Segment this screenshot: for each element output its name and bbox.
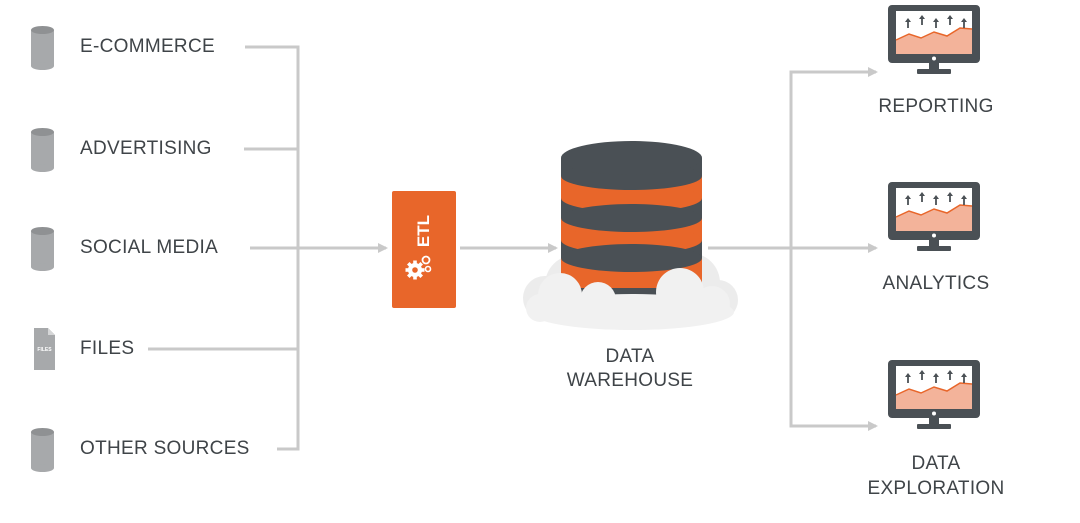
database-icon — [31, 428, 54, 472]
etl-label: ETL — [414, 214, 433, 248]
warehouse-label-line1: DATA — [605, 346, 655, 367]
source-label-advertising: ADVERTISING — [80, 138, 212, 159]
monitor-chart-icon — [888, 360, 980, 429]
source-label-files: FILES — [80, 338, 135, 359]
source-icons: FILES — [31, 26, 55, 472]
cloud-front — [526, 268, 734, 330]
database-icon — [31, 227, 54, 271]
file-icon: FILES — [34, 328, 55, 370]
database-icon — [31, 128, 54, 172]
source-connectors — [148, 45, 558, 451]
source-label-ecommerce: E-COMMERCE — [80, 36, 215, 57]
etl-box — [392, 191, 456, 308]
output-label-exploration: EXPLORATION — [867, 478, 1005, 499]
file-icon-text: FILES — [37, 347, 52, 353]
output-connectors — [708, 67, 878, 431]
output-label-reporting: REPORTING — [878, 96, 994, 117]
database-stack-icon — [523, 141, 738, 330]
output-icons — [888, 5, 980, 429]
monitor-chart-icon — [888, 182, 980, 251]
source-label-other-sources: OTHER SOURCES — [80, 438, 250, 459]
monitor-chart-icon — [888, 5, 980, 74]
output-label-analytics: ANALYTICS — [882, 273, 990, 294]
database-icon — [31, 26, 54, 70]
etl-box-bg — [392, 191, 456, 308]
warehouse-label-line2: WAREHOUSE — [566, 370, 694, 391]
output-label-data: DATA — [911, 453, 961, 474]
gears-icon — [405, 255, 432, 280]
source-label-social-media: SOCIAL MEDIA — [80, 237, 219, 258]
